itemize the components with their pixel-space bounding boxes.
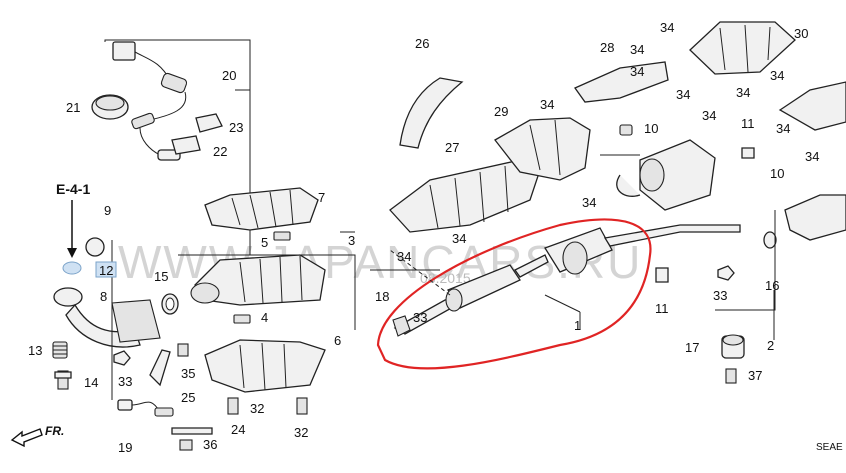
callout-11b: 11	[655, 301, 669, 316]
callout-15: 15	[154, 269, 168, 284]
callout-21: 21	[66, 100, 80, 115]
clip-24	[171, 427, 213, 435]
catalytic-converter	[190, 254, 326, 306]
nut-33-left	[113, 350, 131, 366]
callout-19: 19	[118, 440, 132, 455]
callout-34e: 34	[702, 108, 716, 123]
callout-3: 3	[348, 233, 355, 248]
bolt-32-left	[227, 397, 239, 415]
heat-shield-7	[204, 187, 319, 231]
callout-10b: 10	[770, 166, 784, 181]
bolt-37	[725, 368, 737, 384]
callout-1: 1	[574, 318, 581, 333]
sensor-19	[117, 399, 174, 417]
callout-34m: 34	[397, 249, 411, 264]
filler-cap	[91, 94, 129, 120]
callout-34j: 34	[540, 97, 554, 112]
nut-33-right	[717, 265, 735, 281]
callout-11a: 11	[741, 116, 755, 131]
bracket-26	[399, 77, 464, 149]
callout-22: 22	[213, 144, 227, 159]
heat-shield-28	[574, 61, 669, 103]
heat-shield-30	[689, 21, 796, 75]
callout-10a: 10	[644, 121, 658, 136]
heat-shield-27	[389, 159, 541, 233]
heat-shield-right	[778, 81, 846, 131]
callout-34k: 34	[582, 195, 596, 210]
callout-8: 8	[100, 289, 107, 304]
callout-34d: 34	[676, 87, 690, 102]
callout-2: 2	[767, 338, 774, 353]
callout-28: 28	[600, 40, 614, 55]
callout-25: 25	[181, 390, 195, 405]
section-ref: E-4-1	[56, 181, 90, 197]
callout-34b: 34	[630, 42, 644, 57]
callout-18: 18	[375, 289, 389, 304]
hanger-11-bottom	[655, 267, 669, 283]
callout-36: 36	[203, 437, 217, 452]
heat-shield-29	[494, 117, 591, 181]
bolt-5	[273, 231, 291, 241]
callout-33a: 33	[118, 374, 132, 389]
callout-34a: 34	[660, 20, 674, 35]
callout-32b: 32	[294, 425, 308, 440]
bolt-32-mid	[296, 397, 308, 415]
callout-35: 35	[181, 366, 195, 381]
hanger-11-top	[741, 147, 755, 159]
muffler-2	[600, 139, 716, 211]
bracket-22	[171, 135, 201, 155]
callout-20: 20	[222, 68, 236, 83]
callout-6: 6	[334, 333, 341, 348]
front-pipe-8	[53, 237, 161, 348]
oxygen-sensor-upper	[112, 41, 188, 161]
callout-23: 23	[229, 120, 243, 135]
callout-33b: 33	[713, 288, 727, 303]
gasket-15	[161, 293, 179, 315]
callout-34c: 34	[630, 64, 644, 79]
bolt-4	[233, 314, 251, 324]
callout-29: 29	[494, 104, 508, 119]
silencer-right	[784, 194, 846, 241]
bracket-23	[195, 113, 223, 133]
callout-16: 16	[765, 278, 779, 293]
rubber-mount-17	[721, 334, 745, 359]
callout-33c: 33	[413, 310, 427, 325]
bolt-36	[179, 439, 193, 451]
callout-34l: 34	[452, 231, 466, 246]
callout-12: 12	[99, 263, 113, 278]
section-ref-arrow-icon	[67, 200, 77, 258]
callout-7: 7	[318, 190, 325, 205]
callout-34h: 34	[776, 121, 790, 136]
gasket-16	[763, 231, 777, 249]
callout-34g: 34	[770, 68, 784, 83]
callout-26: 26	[415, 36, 429, 51]
callout-32a: 32	[250, 401, 264, 416]
callout-30: 30	[794, 26, 808, 41]
bolt-14	[54, 370, 72, 390]
spring-13	[52, 341, 68, 359]
callout-4: 4	[261, 310, 268, 325]
callout-37: 37	[748, 368, 762, 383]
hanger-25	[149, 349, 171, 387]
front-arrow-icon	[10, 428, 43, 448]
callout-12-highlight	[95, 261, 117, 278]
front-label: FR.	[45, 424, 64, 438]
callout-27: 27	[445, 140, 459, 155]
callout-14: 14	[84, 375, 98, 390]
exhaust-pipe-1	[392, 224, 741, 337]
callout-34i: 34	[805, 149, 819, 164]
bolt-35	[177, 343, 189, 357]
callout-24: 24	[231, 422, 245, 437]
hanger-10	[619, 124, 633, 136]
heat-shield-6	[204, 339, 326, 393]
callout-9: 9	[104, 203, 111, 218]
highlight-outline	[376, 218, 652, 370]
diagram-code: SEAE	[816, 442, 843, 453]
callout-17: 17	[685, 340, 699, 355]
callout-5: 5	[261, 235, 268, 250]
callout-13: 13	[28, 343, 42, 358]
callout-34f: 34	[736, 85, 750, 100]
